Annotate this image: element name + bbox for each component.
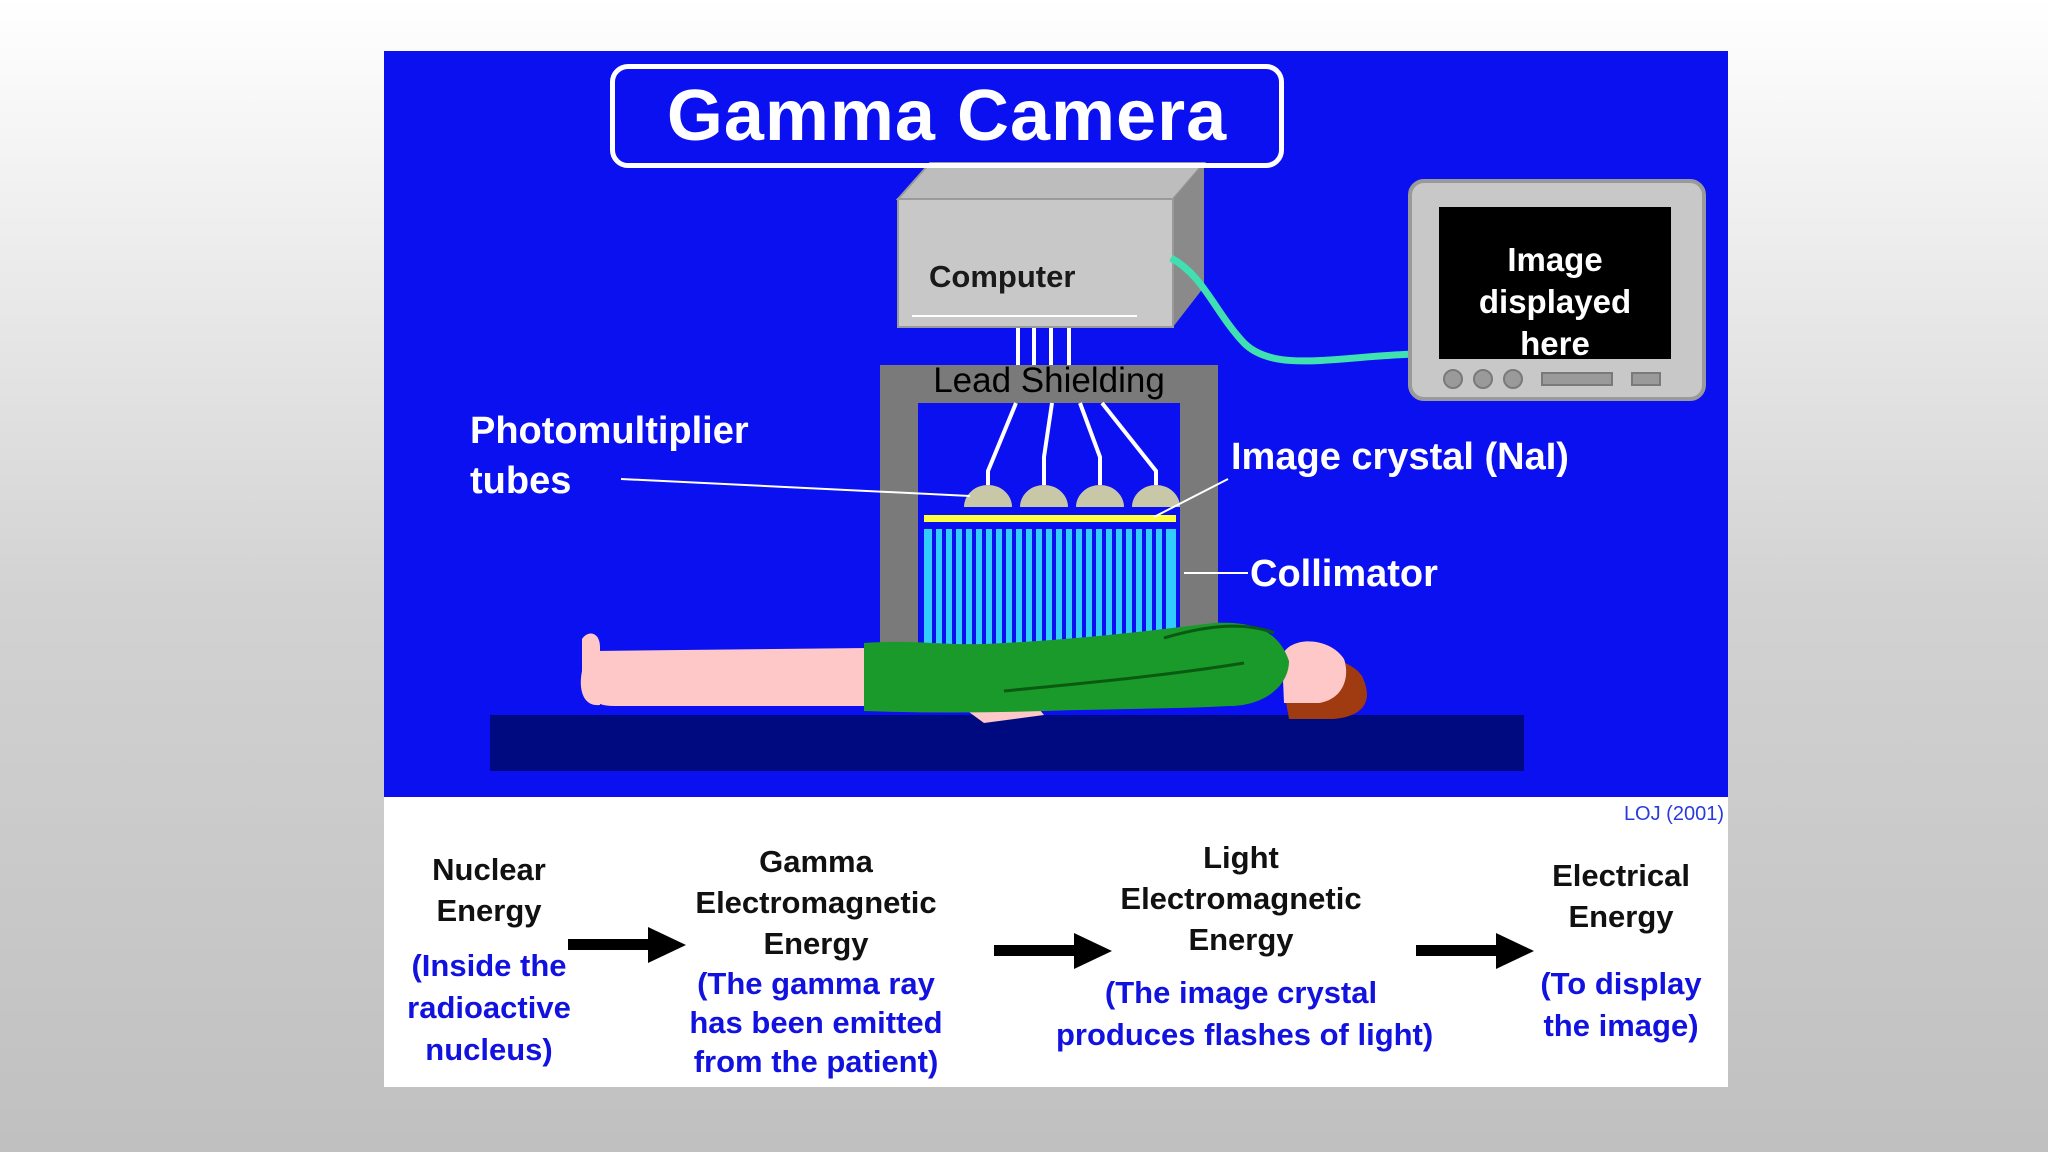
computer-label: Computer	[929, 259, 1076, 294]
stage-title: Gamma Electromagnetic Energy	[666, 841, 966, 964]
stage-note-line: nucleus)	[425, 1032, 553, 1067]
stage-gamma-energy: Gamma Electromagnetic Energy (The gamma …	[666, 841, 966, 1081]
stage-note-line: (The image crystal	[1104, 975, 1378, 1010]
stage-electrical-energy: Electrical Energy (To display the image)	[1514, 855, 1728, 1047]
stage-note-line: produces flashes of light)	[1056, 1017, 1434, 1052]
stage-title-line: Nuclear	[432, 852, 546, 887]
monitor	[1408, 179, 1706, 401]
stage-note: (The gamma ray has been emitted from the…	[666, 964, 966, 1081]
computer-wires	[1016, 328, 1071, 365]
stage-note-line: (Inside the	[411, 948, 567, 983]
arrow-right-icon	[568, 927, 686, 963]
monitor-line: Image	[1507, 241, 1603, 278]
stage-title-line: Energy	[1568, 899, 1674, 934]
lead-shielding-label: Lead Shielding	[933, 361, 1165, 400]
stage-note: (The image crystal produces flashes of l…	[1056, 972, 1434, 1056]
image-crystal-label: Image crystal (NaI)	[1231, 436, 1569, 478]
arrow-right-icon	[994, 933, 1112, 969]
computer-box	[895, 162, 1207, 328]
monitor-line: here	[1520, 325, 1590, 362]
stage-note-line: (The gamma ray	[697, 966, 935, 1001]
photomultiplier-label: Photomultiplier tubes	[470, 406, 790, 506]
stage-note: (Inside the radioactive nucleus)	[384, 945, 594, 1071]
stage-title-line: Electrical	[1552, 858, 1690, 893]
title-box: Gamma Camera	[610, 64, 1284, 168]
photomultiplier-label-line: Photomultiplier	[470, 410, 749, 452]
collimator	[924, 529, 1176, 646]
stage-title: Light Electromagnetic Energy	[1056, 837, 1426, 960]
stage-title-line: Electromagnetic	[695, 885, 937, 920]
stage-title-line: Gamma	[759, 844, 873, 879]
collimator-label: Collimator	[1250, 553, 1438, 595]
stage-title: Nuclear Energy	[384, 849, 594, 931]
stage-note-line: from the patient)	[693, 1044, 939, 1079]
label-pointers	[620, 478, 1248, 574]
diagram-illustration	[490, 162, 1706, 771]
photomultiplier-label-line: tubes	[470, 460, 572, 502]
stage-note: (To display the image)	[1514, 963, 1728, 1047]
credit-text: LOJ (2001)	[1623, 803, 1724, 825]
stage-note-line: radioactive	[407, 990, 571, 1025]
diagram-title: Gamma Camera	[666, 76, 1228, 156]
stage-title-line: Energy	[1188, 922, 1294, 957]
stage-title: Electrical Energy	[1514, 855, 1728, 937]
stage-title-line: Energy	[763, 926, 869, 961]
stage-title-line: Electromagnetic	[1120, 881, 1362, 916]
stage-nuclear-energy: Nuclear Energy (Inside the radioactive n…	[384, 849, 594, 1071]
monitor-cable	[1169, 254, 1415, 365]
monitor-line: displayed	[1478, 283, 1632, 320]
arrow-right-icon	[1416, 933, 1534, 969]
stage-title-line: Energy	[436, 893, 542, 928]
image-crystal	[924, 515, 1176, 522]
monitor-screen-text: Image displayed here	[1439, 227, 1671, 377]
energy-chain-panel: LOJ (2001) Nuclear Energy (Inside the ra…	[384, 797, 1728, 1087]
patient	[580, 622, 1367, 723]
stage-note-line: (To display	[1540, 966, 1702, 1001]
slide: Gamma Camera Computer Lead Shielding Pho…	[384, 51, 1728, 1087]
stage-title-line: Light	[1203, 840, 1279, 875]
lead-shielding	[880, 365, 1218, 646]
stage-light-energy: Light Electromagnetic Energy (The image …	[1056, 837, 1434, 1056]
gamma-camera-diagram: Gamma Camera Computer Lead Shielding Pho…	[384, 51, 1728, 797]
stage-note-line: the image)	[1543, 1008, 1699, 1043]
patient-table	[490, 715, 1524, 771]
stage-note-line: has been emitted	[689, 1005, 943, 1040]
photomultiplier-tubes	[964, 401, 1180, 507]
